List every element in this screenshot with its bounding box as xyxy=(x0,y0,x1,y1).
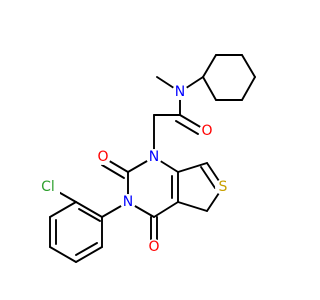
atom-n-amide: N xyxy=(172,84,188,100)
chemical-structure: N O N O N O S Cl xyxy=(38,54,256,263)
bond xyxy=(75,246,103,263)
bond xyxy=(49,201,77,218)
oxygen-label: O xyxy=(148,239,159,255)
bond xyxy=(202,54,217,78)
bond xyxy=(78,208,101,222)
atom-o-amide: O xyxy=(199,123,215,139)
atom-o2: O xyxy=(95,149,111,165)
bond xyxy=(153,201,179,218)
atom-o4: O xyxy=(146,239,162,255)
nitrogen-label: N xyxy=(175,84,185,100)
bond xyxy=(241,54,256,78)
atom-cl: Cl xyxy=(38,178,60,196)
sulfur-label: S xyxy=(219,179,228,195)
bond xyxy=(175,120,199,135)
bond xyxy=(177,162,208,173)
bond xyxy=(179,114,203,129)
bond xyxy=(75,242,98,256)
atom-n3: N xyxy=(120,194,136,210)
bonds xyxy=(49,54,256,263)
bond xyxy=(202,76,217,101)
bond xyxy=(49,246,77,263)
bond xyxy=(101,164,125,179)
chlorine-label: Cl xyxy=(41,179,55,195)
bond xyxy=(177,201,208,212)
atom-n1: N xyxy=(146,149,162,165)
nitrogen-label: N xyxy=(149,149,159,165)
atom-labels: N O N O N O S Cl xyxy=(38,84,231,255)
bond xyxy=(200,166,216,189)
atom-s: S xyxy=(215,179,231,195)
bond xyxy=(75,201,103,218)
oxygen-label: O xyxy=(97,149,108,165)
nitrogen-label: N xyxy=(123,194,133,210)
oxygen-label: O xyxy=(201,123,212,139)
bond xyxy=(241,76,256,101)
